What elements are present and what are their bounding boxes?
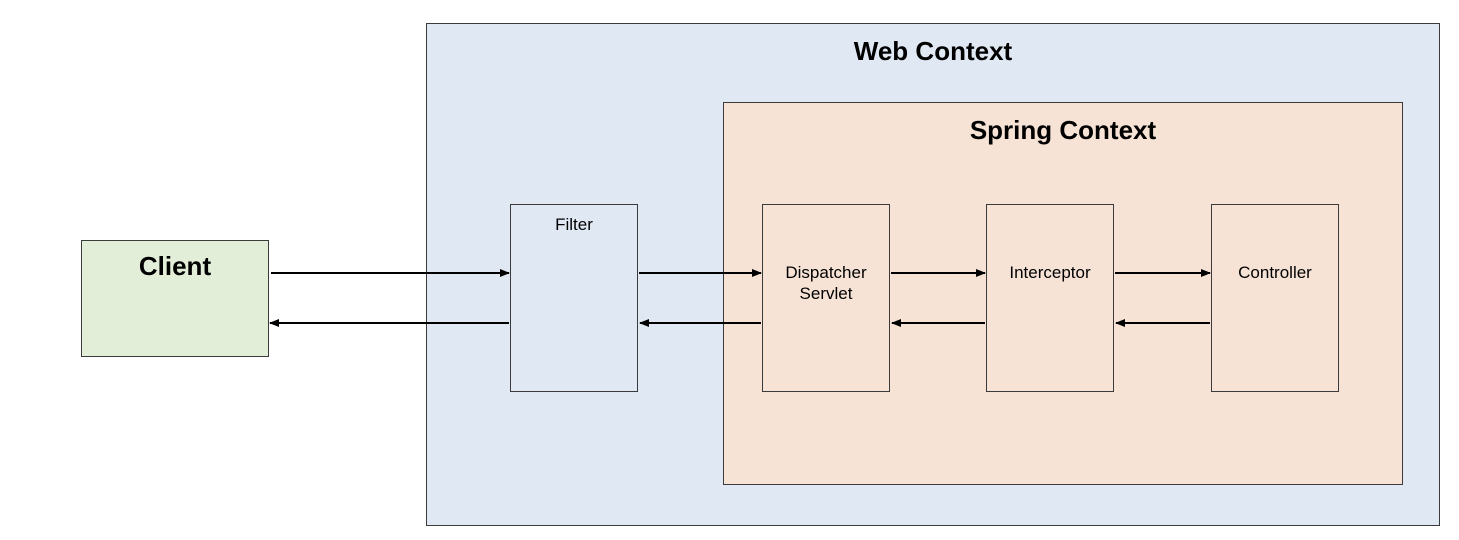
web-context-title: Web Context	[853, 36, 1013, 66]
controller-label: Controller	[1238, 263, 1312, 282]
dispatcher-servlet-label: Dispatcher Servlet	[763, 262, 889, 304]
dispatcher-servlet-label-line1: Dispatcher	[785, 263, 867, 282]
client-label: Client	[138, 251, 212, 281]
filter-box: Filter	[510, 204, 638, 392]
spring-context-title: Spring Context	[969, 115, 1157, 145]
interceptor-label: Interceptor	[1009, 263, 1091, 282]
dispatcher-servlet-label-line2: Servlet	[799, 284, 853, 303]
filter-label: Filter	[555, 215, 593, 234]
controller-box: Controller	[1211, 204, 1339, 392]
client-box: Client	[81, 240, 269, 357]
interceptor-box: Interceptor	[986, 204, 1114, 392]
dispatcher-servlet-box: Dispatcher Servlet	[762, 204, 890, 392]
